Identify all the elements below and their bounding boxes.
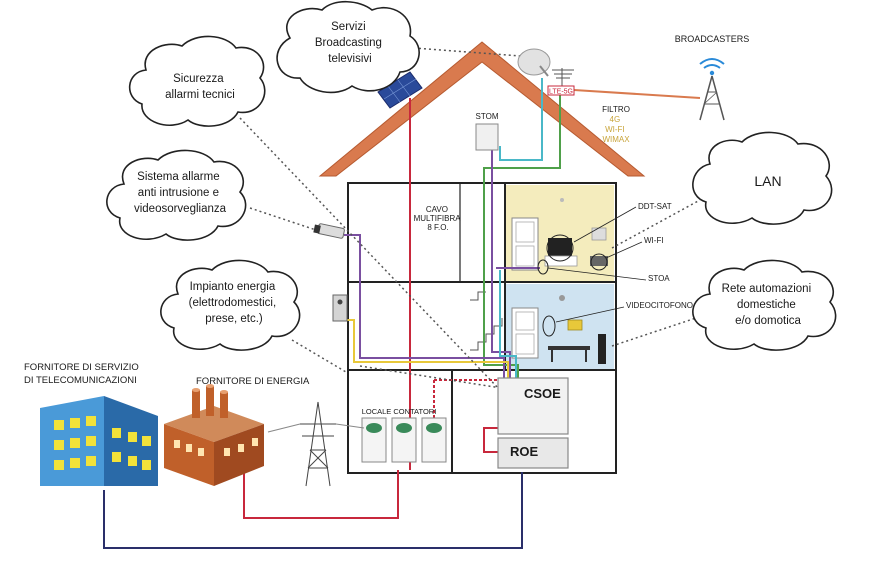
stoa-label: STOA [648, 274, 670, 283]
mid-room-furniture [511, 295, 606, 364]
power-pylon-icon [267, 401, 365, 487]
intercom-panel-icon [332, 294, 348, 322]
clouds [106, 0, 837, 351]
cable-telecom [103, 472, 523, 549]
csoe-box [497, 377, 569, 435]
filtro-items: 4G WI-FI WIMAX [602, 115, 630, 144]
broadcasters-label: BROADCASTERS [675, 34, 750, 44]
locale-contatori-label: LOCALE CONTATORI [362, 407, 437, 416]
cloud-rete [692, 259, 837, 351]
antenna-icon [552, 68, 574, 86]
cloud-lan-text: LAN [754, 173, 781, 189]
cavo-label: CAVO MULTIFIBRA 8 F.O. [414, 205, 463, 232]
cloud-impianto [160, 259, 301, 351]
table-icon [548, 346, 590, 350]
ddt-sat-label: DDT-SAT [638, 202, 672, 211]
cloud-servizi [276, 0, 420, 94]
videocitofono-panel [567, 319, 583, 331]
ddt-sat-marker [546, 234, 574, 262]
factory-icon [164, 384, 264, 486]
dot-lan [611, 199, 701, 249]
dot-sistema [249, 207, 323, 233]
cloud-sistema-text: Sistema allarme anti intrusione e videos… [134, 171, 227, 215]
cable-energy [243, 452, 399, 519]
cable-roe [483, 427, 500, 453]
meters-icon [361, 417, 447, 463]
videocitofono-marker [542, 315, 556, 337]
cloud-sicurezza [128, 35, 266, 127]
telecom-building-icon [40, 396, 158, 486]
lte-label: LTE-5G [549, 89, 573, 96]
fornitore-energia-label: FORNITORE DI ENERGIA [196, 376, 310, 387]
dot-rete [611, 317, 697, 347]
filtro-label: FILTRO [602, 105, 630, 114]
tv-icon [548, 238, 572, 256]
solar-panel-icon [377, 71, 423, 109]
cloud-servizi-text: Servizi Broadcasting televisivi [315, 21, 385, 65]
videocitofono-label: VIDEOCITOFONO [626, 301, 693, 310]
speaker-icon [598, 334, 606, 364]
roof [318, 41, 646, 177]
wifi-label: WI-FI [644, 236, 664, 245]
satellite-dish-icon [517, 48, 551, 77]
wifi-marker [590, 253, 608, 271]
stoa-marker [537, 259, 549, 275]
cable-satellite [499, 78, 543, 161]
cables [103, 47, 701, 549]
cable-antenna [483, 95, 561, 378]
dot-impianto [291, 339, 347, 373]
stom-label: STOM [476, 112, 499, 121]
cable-camera [344, 234, 505, 378]
cloud-impianto-text: Impianto energia (elettrodomestici, pres… [189, 281, 280, 325]
broadcast-tower-icon [699, 58, 725, 121]
stom-box [475, 123, 499, 151]
cable-broadcast [573, 89, 701, 99]
dot-impianto-2 [359, 365, 515, 391]
fornitore-tel-label: FORNITORE DI SERVIZIO DI TELECOMUNICAZIO… [24, 362, 141, 386]
roe-box [497, 437, 569, 469]
cable-cyan-mid [499, 270, 517, 378]
cloud-lan [692, 131, 833, 225]
cloud-sistema [106, 149, 247, 241]
router-icon [590, 256, 608, 266]
lte-box [547, 85, 575, 96]
cable-intercom [346, 319, 509, 378]
camera-icon [313, 223, 345, 239]
cloud-sicurezza-text: Sicurezza allarmi tecnici [165, 73, 235, 101]
cloud-rete-text: Rete automazioni domestiche e/o domotica [722, 283, 815, 327]
roe-label: ROE [510, 444, 539, 459]
csoe-label: CSOE [524, 386, 561, 401]
